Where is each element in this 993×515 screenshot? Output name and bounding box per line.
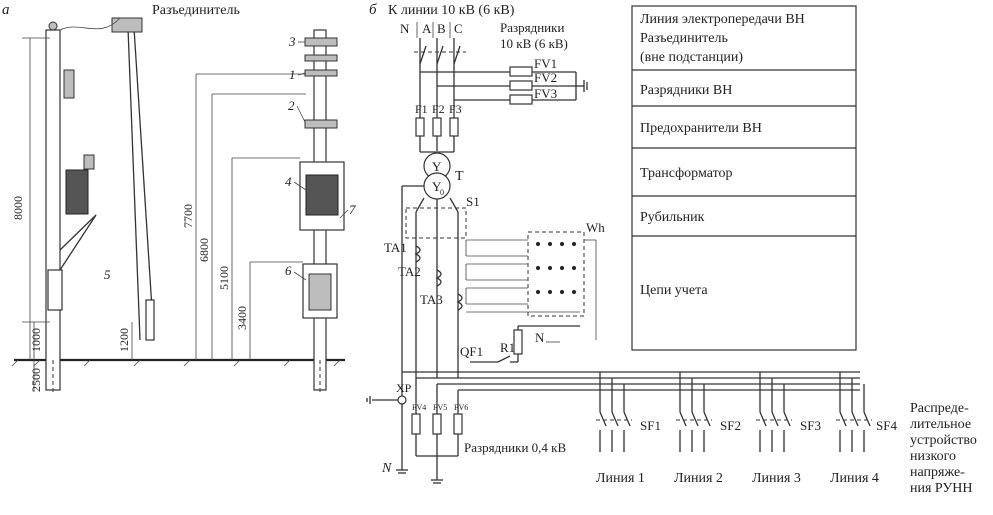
right-pole	[299, 29, 345, 392]
n-bottom-label: N	[381, 461, 392, 476]
hv-conductors	[419, 38, 461, 152]
panel-b-letter: б	[369, 2, 377, 18]
dim-1200: 1200	[117, 328, 131, 352]
runn-line-1: Распреде-	[910, 401, 969, 416]
sf4-label: SF4	[876, 418, 897, 433]
fv2-label: FV2	[534, 70, 557, 85]
switch-s1-label: S1	[466, 194, 480, 209]
transformer-lv-wye-sub: 0	[440, 188, 444, 197]
fuse-f2-label: F2	[432, 102, 445, 116]
sf1-label: SF1	[640, 418, 661, 433]
runn-line-5: напряже-	[910, 465, 965, 480]
legend-row-5: Рубильник	[640, 210, 705, 225]
resistor-r1	[513, 329, 523, 355]
runn-line-2: лительное	[910, 417, 971, 432]
dim-7700: 7700	[181, 204, 195, 228]
panel-a: а Разъединитель	[2, 2, 356, 392]
xp-label: XP	[396, 381, 412, 395]
breaker-sf4	[839, 372, 871, 452]
legend-row-1-line-2: Разъединитель	[640, 31, 728, 46]
legend-table: Линия электропередачи ВН Разъединитель (…	[631, 5, 857, 351]
dim-6800: 6800	[197, 238, 211, 262]
callout-3: 3	[288, 34, 296, 49]
current-transformers	[414, 245, 463, 311]
lv-arresters-label: Разрядники 0,4 кВ	[464, 440, 566, 455]
runn-line-6: ния РУНН	[910, 481, 973, 496]
hv-arresters-label-1: Разрядники	[500, 20, 564, 35]
ct-ta1-label: TA1	[384, 240, 407, 255]
breaker-sf2	[679, 372, 711, 452]
legend-row-1-line-3: (вне подстанции)	[640, 50, 743, 65]
callout-7: 7	[349, 202, 356, 217]
fv5-label: FV5	[433, 403, 447, 412]
n-small-label: N	[535, 330, 545, 345]
lv-arresters	[411, 378, 463, 484]
fv6-label: FV6	[454, 403, 468, 412]
line-4-label: Линия 4	[830, 471, 879, 486]
breaker-sf1	[599, 372, 631, 452]
hv-fuses	[415, 117, 459, 137]
legend-row-2: Разрядники ВН	[640, 83, 732, 98]
disconnector-pole	[59, 17, 155, 341]
qf1-label: QF1	[460, 344, 483, 359]
line-2-label: Линия 2	[674, 471, 723, 486]
transformer	[423, 152, 451, 200]
sf3-label: SF3	[800, 418, 821, 433]
fv4-label: FV4	[412, 403, 426, 412]
dimensions	[22, 37, 306, 392]
callout-1: 1	[289, 67, 296, 82]
ct-ta3-label: TA3	[420, 292, 443, 307]
metering-wiring	[465, 239, 580, 313]
phase-b: B	[437, 21, 446, 36]
line-1-label: Линия 1	[596, 471, 645, 486]
phase-c: C	[454, 21, 463, 36]
dim-3400: 3400	[235, 306, 249, 330]
line-label: К линии 10 кВ (6 кВ)	[388, 3, 515, 18]
legend-row-4: Трансформатор	[640, 166, 733, 181]
callout-5: 5	[104, 267, 111, 282]
xp-terminal	[397, 395, 407, 405]
callout-6: 6	[285, 263, 292, 278]
panel-a-letter: а	[2, 2, 10, 18]
resistor-r1-label: R1	[500, 340, 515, 355]
hv-arresters-label-2: 10 кВ (6 кВ)	[500, 36, 568, 51]
dim-2500: 2500	[29, 368, 43, 392]
dim-8000: 8000	[11, 196, 25, 220]
lv-bus	[402, 371, 860, 391]
ct-ta2-label: TA2	[398, 264, 421, 279]
legend-row-3: Предохранители ВН	[640, 121, 762, 136]
fuse-f1-label: F1	[415, 102, 428, 116]
switch-s1	[405, 207, 467, 239]
disconnector-label: Разъединитель	[152, 3, 240, 18]
runn-line-4: низкого	[910, 449, 956, 464]
line-3-label: Линия 3	[752, 471, 801, 486]
meter-wh	[527, 231, 585, 317]
callout-2: 2	[288, 98, 295, 113]
phase-a: A	[422, 21, 432, 36]
transformer-lv-wye: Y	[432, 179, 442, 194]
fv3-label: FV3	[534, 86, 557, 101]
legend-row-1-line-1: Линия электропередачи ВН	[640, 12, 805, 27]
left-pole	[45, 21, 97, 392]
fv1-label: FV1	[534, 56, 557, 71]
meter-label: Wh	[586, 220, 605, 235]
callout-4: 4	[285, 174, 292, 189]
legend-row-6: Цепи учета	[640, 283, 708, 298]
hv-arresters	[420, 66, 588, 105]
fuse-f3-label: F3	[449, 102, 462, 116]
panel-b: б К линии 10 кВ (6 кВ) N A B C Разрядник…	[366, 2, 977, 496]
transformer-hv-wye: Y	[432, 159, 442, 174]
runn-label: Распреде- лительное устройство низкого н…	[910, 401, 977, 496]
transformer-label: T	[455, 169, 464, 184]
dim-5100: 5100	[217, 266, 231, 290]
phase-n: N	[400, 21, 410, 36]
sf2-label: SF2	[720, 418, 741, 433]
breaker-sf3	[759, 372, 791, 452]
runn-line-3: устройство	[910, 433, 977, 448]
dim-1000: 1000	[29, 328, 43, 352]
